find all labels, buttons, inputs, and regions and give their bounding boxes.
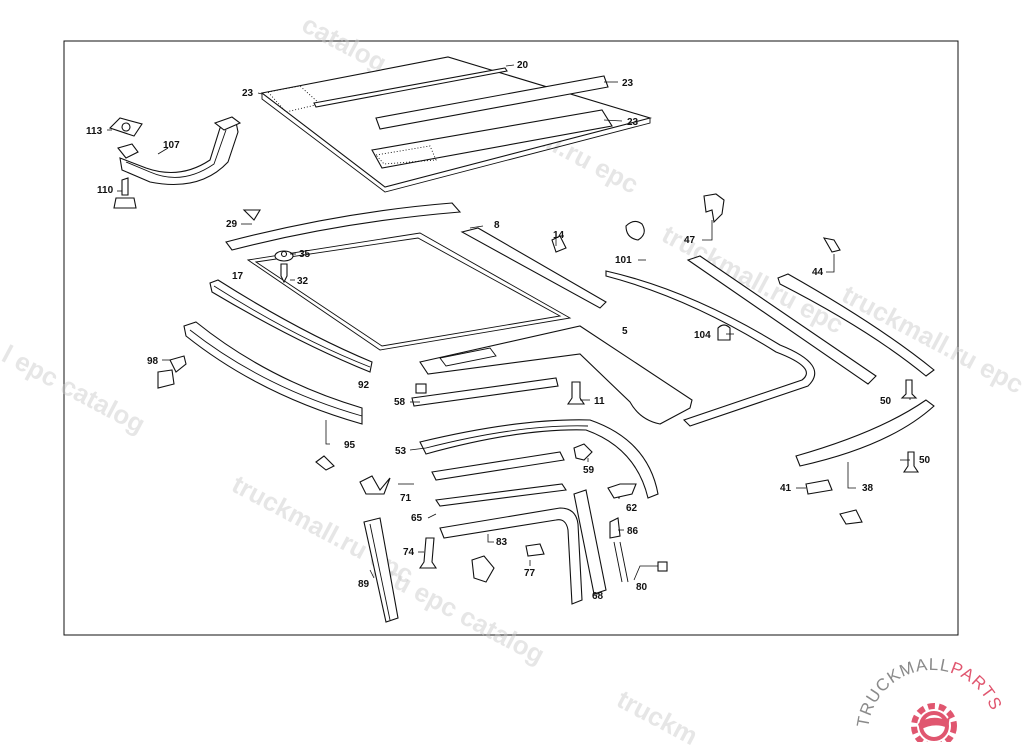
callout-32: 32 — [297, 276, 309, 287]
callout-53: 53 — [395, 446, 407, 457]
watermark-text: catalog — [297, 9, 391, 78]
callout-labels: 20 23 23 23 113 107 110 29 8 14 35 17 32… — [86, 60, 931, 602]
callout-20: 20 — [517, 60, 529, 71]
windshield-group — [225, 202, 572, 351]
callout-74: 74 — [403, 547, 415, 558]
callout-80: 80 — [636, 582, 648, 593]
callout-50: 50 — [880, 396, 892, 407]
callout-68: 68 — [592, 591, 604, 602]
roof-bow-bracket-group — [108, 116, 242, 209]
callout-8: 8 — [494, 220, 500, 231]
callout-89: 89 — [358, 579, 370, 590]
watermark-text: l epc catalog — [0, 339, 150, 439]
callout-110: 110 — [97, 185, 114, 196]
callout-38: 38 — [862, 483, 874, 494]
callout-101: 101 — [615, 255, 632, 266]
callout-62: 62 — [626, 503, 638, 514]
callout-86: 86 — [627, 526, 639, 537]
lower-rails-group — [359, 377, 659, 623]
callout-113: 113 — [86, 126, 103, 137]
leader-lines — [107, 64, 911, 595]
callout-71: 71 — [400, 493, 412, 504]
callout-92: 92 — [358, 380, 370, 391]
gear-icon — [911, 703, 957, 742]
callout-11: 11 — [594, 396, 605, 407]
callout-65: 65 — [411, 513, 423, 524]
callout-58: 58 — [394, 397, 406, 408]
callout-95: 95 — [344, 440, 356, 451]
callout-41: 41 — [780, 483, 792, 494]
callout-44: 44 — [812, 267, 824, 278]
roof-panel-group — [260, 56, 653, 193]
callout-14: 14 — [553, 230, 565, 241]
callout-83: 83 — [496, 537, 508, 548]
callout-17: 17 — [232, 271, 244, 282]
callout-47: 47 — [684, 235, 696, 246]
callout-104: 104 — [694, 330, 711, 341]
callout-23: 23 — [622, 78, 634, 89]
callout-98: 98 — [147, 356, 159, 367]
watermark-text: truckm — [612, 684, 703, 750]
diagram-frame — [63, 40, 959, 636]
callout-107: 107 — [163, 140, 180, 151]
callout-29: 29 — [226, 219, 238, 230]
side-rails-right-group — [419, 193, 935, 525]
truckmall-parts-logo: TRUCKMALLPARTS — [853, 655, 1005, 742]
callout-5: 5 — [622, 326, 628, 337]
callout-59: 59 — [583, 465, 595, 476]
callout-23: 23 — [242, 88, 254, 99]
side-rails-left-group — [157, 279, 373, 471]
callout-77: 77 — [524, 568, 536, 579]
callout-50: 50 — [919, 455, 931, 466]
callout-35: 35 — [299, 249, 311, 260]
callout-23: 23 — [627, 117, 639, 128]
